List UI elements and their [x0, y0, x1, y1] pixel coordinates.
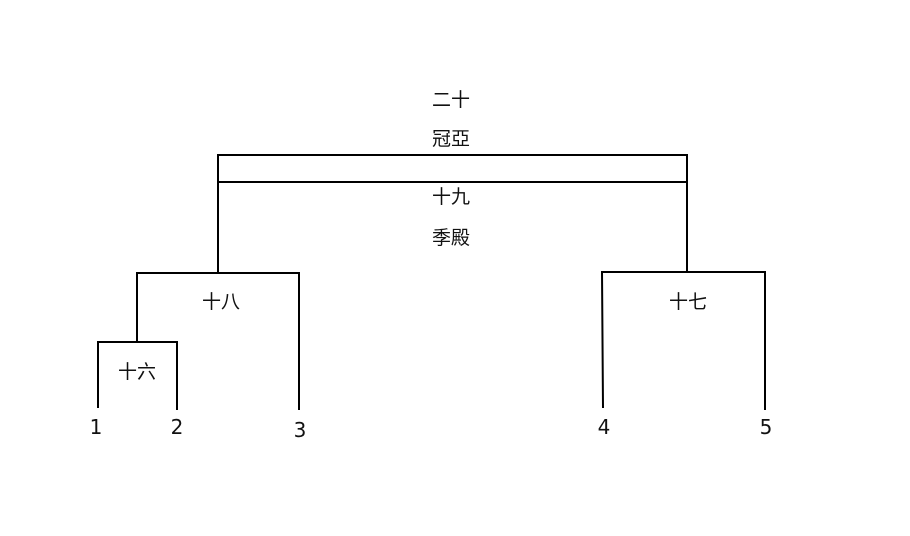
- match-17-connector: [600, 271, 766, 410]
- seed-label: 5: [760, 415, 773, 439]
- semifinal-left-label: 十八: [202, 291, 240, 313]
- seed-label: 4: [598, 415, 611, 439]
- final-number-label: 二十: [432, 89, 470, 111]
- first-round-label: 十六: [118, 361, 156, 383]
- semifinal-right-label: 十七: [669, 291, 707, 313]
- seed-label: 2: [171, 415, 184, 439]
- seed-label: 1: [90, 415, 103, 439]
- final-connector: [217, 154, 688, 273]
- third-place-name-label: 季殿: [432, 227, 470, 249]
- seed-label: 3: [294, 418, 307, 442]
- final-name-label: 冠亞: [432, 128, 470, 150]
- third-place-number-label: 十九: [432, 186, 470, 208]
